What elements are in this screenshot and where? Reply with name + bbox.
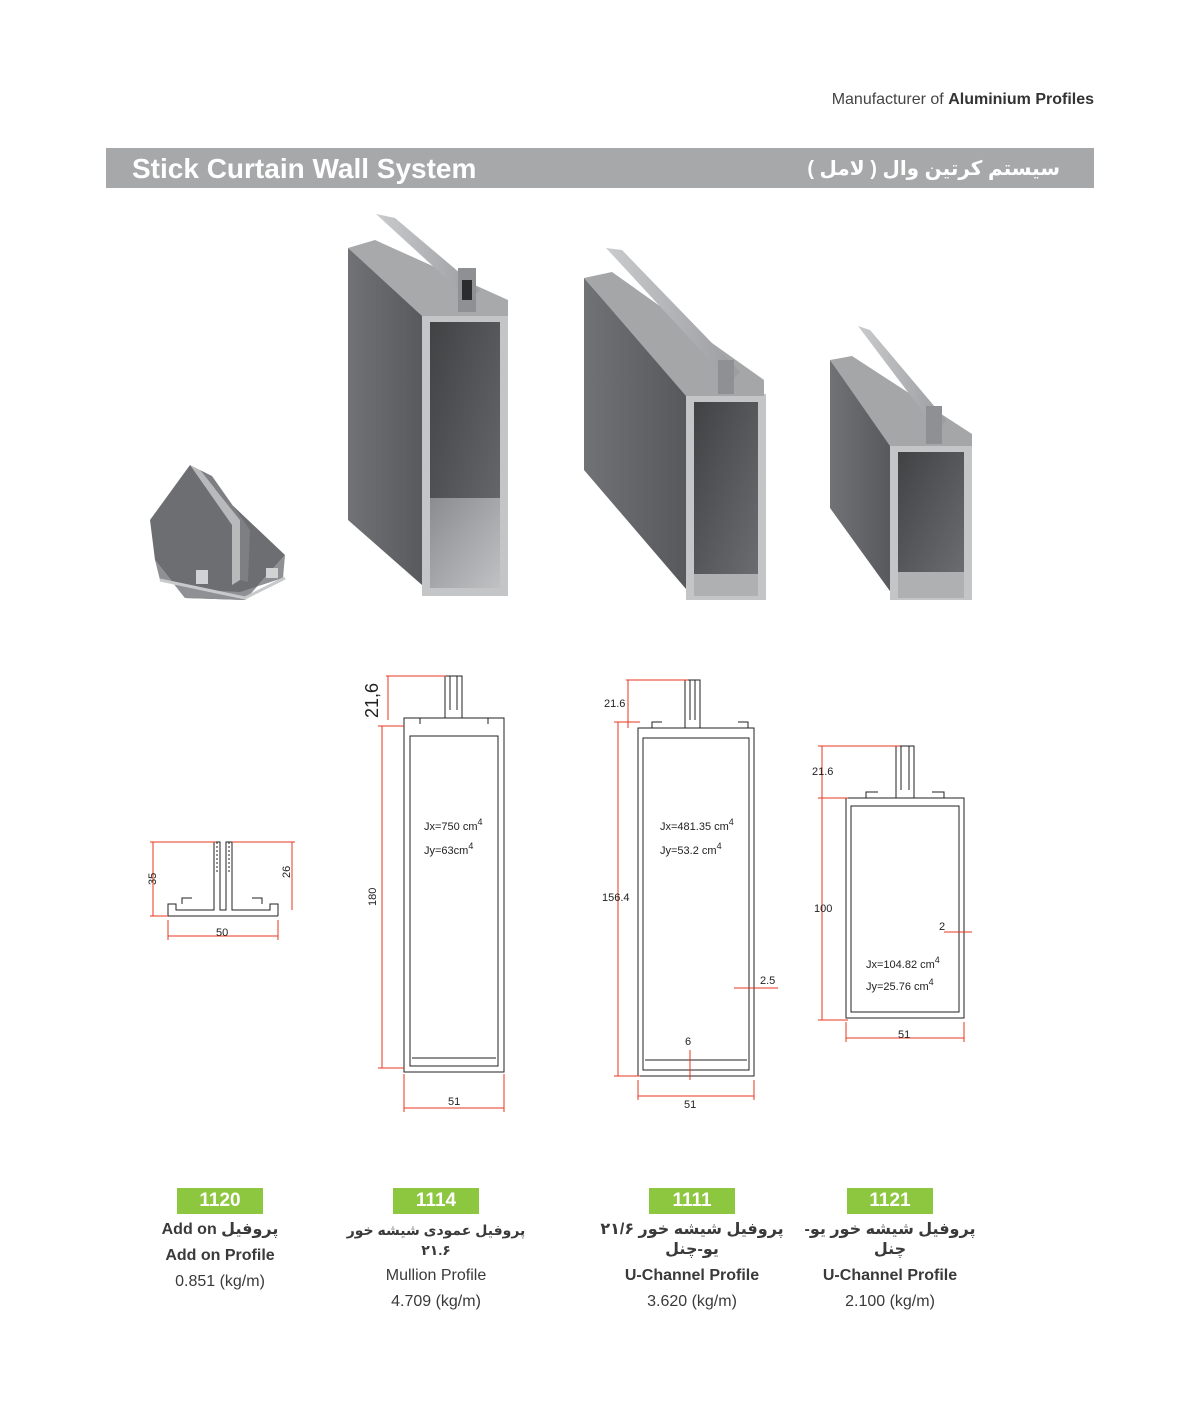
product-renders (150, 214, 972, 600)
product-name-en: Mullion Profile (385, 1267, 487, 1284)
jx-1111: Jx=481.35 cm4 (660, 817, 734, 833)
product-card-1114: 1114 پروفیل عمودی شیشه خور ۲۱.۶ Mullion … (336, 1188, 536, 1312)
jy-1114: Jy=63cm4 (424, 841, 473, 857)
drawing-1114 (378, 675, 505, 1112)
product-name-fa: پروفیل شیشه خور یو-چنل (804, 1221, 976, 1258)
dim-1111-wall: 2.5 (760, 975, 775, 987)
page-title-fa: سیستم کرتین وال ( لامل ) (807, 158, 1060, 180)
product-name-fa: پروفیل شیشه خور ۲۱/۶ یو-چنل (600, 1221, 784, 1258)
product-code-badge: 1114 (393, 1188, 479, 1214)
dim-1120-height: 35 (147, 873, 159, 885)
dim-1121-top: 21.6 (812, 766, 833, 778)
page-title: Stick Curtain Wall System (132, 153, 477, 184)
drawing-1111 (614, 679, 778, 1100)
dim-1120-width: 50 (216, 927, 228, 939)
product-card-1120: 1120 پروفیل Add on Add on Profile 0.851 … (120, 1188, 320, 1292)
render-1120 (150, 465, 286, 600)
dim-1114-height: 180 (367, 888, 379, 906)
product-card-1121: 1121 پروفیل شیشه خور یو-چنل U-Channel Pr… (790, 1188, 990, 1312)
jy-1121: Jy=25.76 cm4 (866, 977, 934, 993)
product-name-fa: پروفیل عمودی شیشه خور ۲۱.۶ (346, 1222, 526, 1258)
dim-1121-height: 100 (814, 903, 832, 915)
product-name-fa: پروفیل Add on (161, 1221, 279, 1238)
render-1111 (584, 248, 766, 600)
render-1121 (830, 326, 972, 600)
dim-1111-height: 156.4 (602, 892, 630, 904)
manufacturer-bold: Aluminium Profiles (948, 91, 1094, 108)
technical-drawings: 35 26 50 21,6 180 51 Jx=750 cm4 Jy=63cm4 (147, 675, 972, 1112)
dim-1111-top: 21.6 (604, 698, 625, 710)
render-1114 (348, 214, 508, 596)
product-weight: 3.620 (kg/m) (647, 1293, 737, 1310)
jy-1111: Jy=53.2 cm4 (660, 841, 722, 857)
dim-1121-wall: 2 (939, 921, 945, 933)
drawing-1121 (818, 745, 972, 1042)
dim-1114-top: 21,6 (362, 683, 382, 718)
product-card-1111: 1111 پروفیل شیشه خور ۲۱/۶ یو-چنل U-Chann… (592, 1188, 792, 1312)
drawing-1120 (150, 841, 295, 940)
product-code-badge: 1121 (847, 1188, 933, 1214)
jx-1121: Jx=104.82 cm4 (866, 955, 940, 971)
manufacturer-prefix: Manufacturer of (831, 91, 944, 108)
dim-1120-fin: 26 (281, 866, 293, 878)
product-code-badge: 1120 (177, 1188, 263, 1214)
product-name-en: U-Channel Profile (822, 1267, 958, 1284)
product-name-en: Add on Profile (165, 1247, 275, 1264)
dim-1114-width: 51 (448, 1096, 460, 1108)
manufacturer-tagline: Manufacturer of Aluminium Profiles (832, 91, 1094, 109)
product-weight: 4.709 (kg/m) (391, 1293, 481, 1310)
product-weight: 2.100 (kg/m) (845, 1293, 935, 1310)
product-name-en: U-Channel Profile (624, 1267, 760, 1284)
jx-1114: Jx=750 cm4 (424, 817, 483, 833)
dim-1111-width: 51 (684, 1099, 696, 1111)
dim-1121-width: 51 (898, 1029, 910, 1041)
product-code-badge: 1111 (649, 1188, 735, 1214)
product-weight: 0.851 (kg/m) (175, 1273, 265, 1290)
title-bar: Stick Curtain Wall System سیستم کرتین وا… (106, 148, 1094, 188)
dim-1111-lip: 6 (685, 1036, 691, 1048)
